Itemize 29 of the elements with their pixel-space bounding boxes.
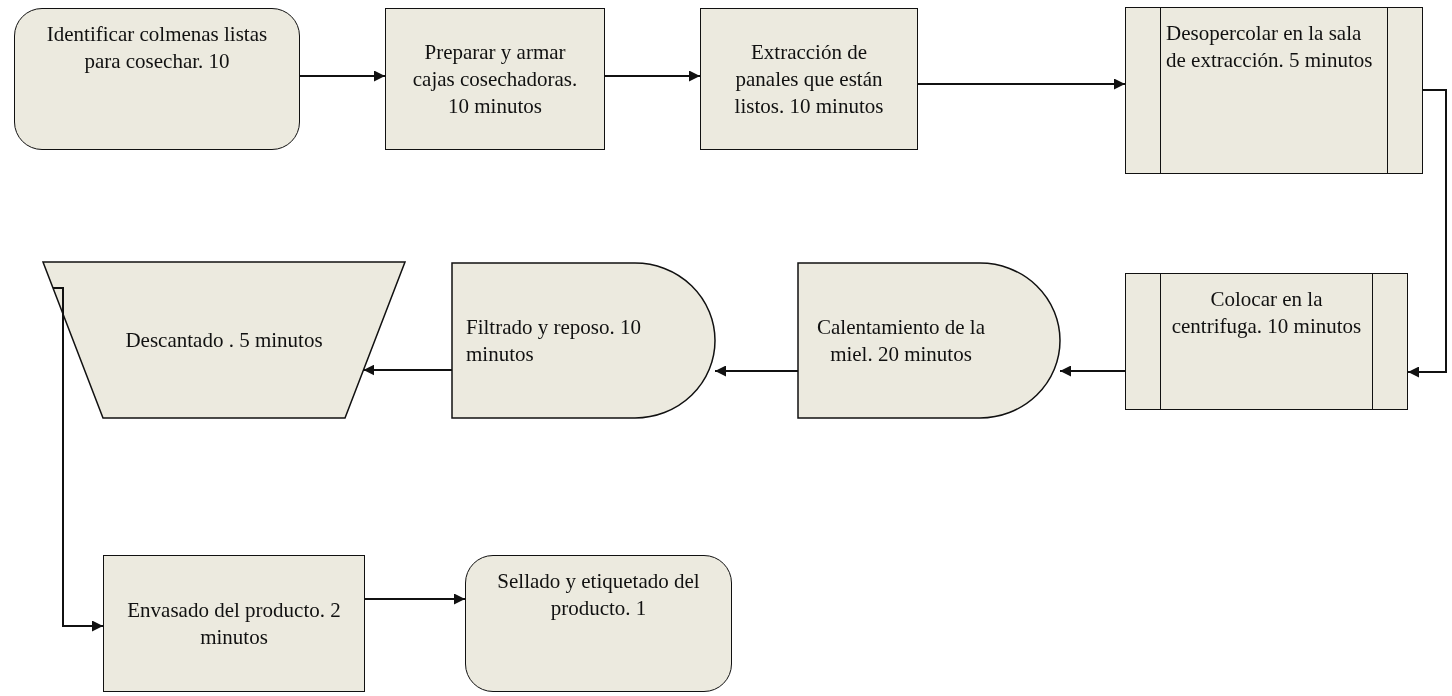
step-text: Calentamiento de la miel. 20 minutos (816, 313, 986, 368)
arrow (604, 70, 701, 82)
step-text: Sellado y etiquetado del producto. 1 (496, 568, 701, 622)
step-text: Preparar y armar cajas cosechadoras. 10 minutos (411, 38, 579, 120)
arrow (364, 593, 466, 605)
arrow (714, 365, 799, 377)
arrow (299, 70, 386, 82)
process-box (103, 555, 365, 692)
arrow (1059, 365, 1126, 377)
step-text: Desopercolar en la sala de extracción. 5 minutos (1166, 20, 1374, 74)
step-text: Identificar colmenas listas para cosechar. 10 (45, 21, 269, 75)
step-text: Filtrado y reposo. 10 minutos (466, 313, 642, 368)
delay-shape (452, 263, 715, 418)
arrow (362, 364, 453, 376)
delay-shape (798, 263, 1060, 418)
terminal-box (14, 8, 300, 150)
process-box (385, 8, 605, 150)
step-text: Descantado . 5 minutos (125, 326, 323, 354)
step-text: Envasado del producto. 2 minutos (126, 596, 342, 651)
arrow (917, 78, 1126, 90)
terminal-box (465, 555, 732, 692)
arrow (52, 287, 104, 632)
step-text: Colocar en la centrifuga. 10 minutos (1170, 286, 1363, 340)
process-box (700, 8, 918, 150)
arrow (1407, 89, 1447, 378)
predefined-process-box (1125, 273, 1408, 410)
predefined-process-box (1125, 7, 1423, 174)
step-text: Extracción de panales que están listos. 10 minutos (733, 38, 885, 120)
manual-operation-shape (43, 262, 405, 418)
